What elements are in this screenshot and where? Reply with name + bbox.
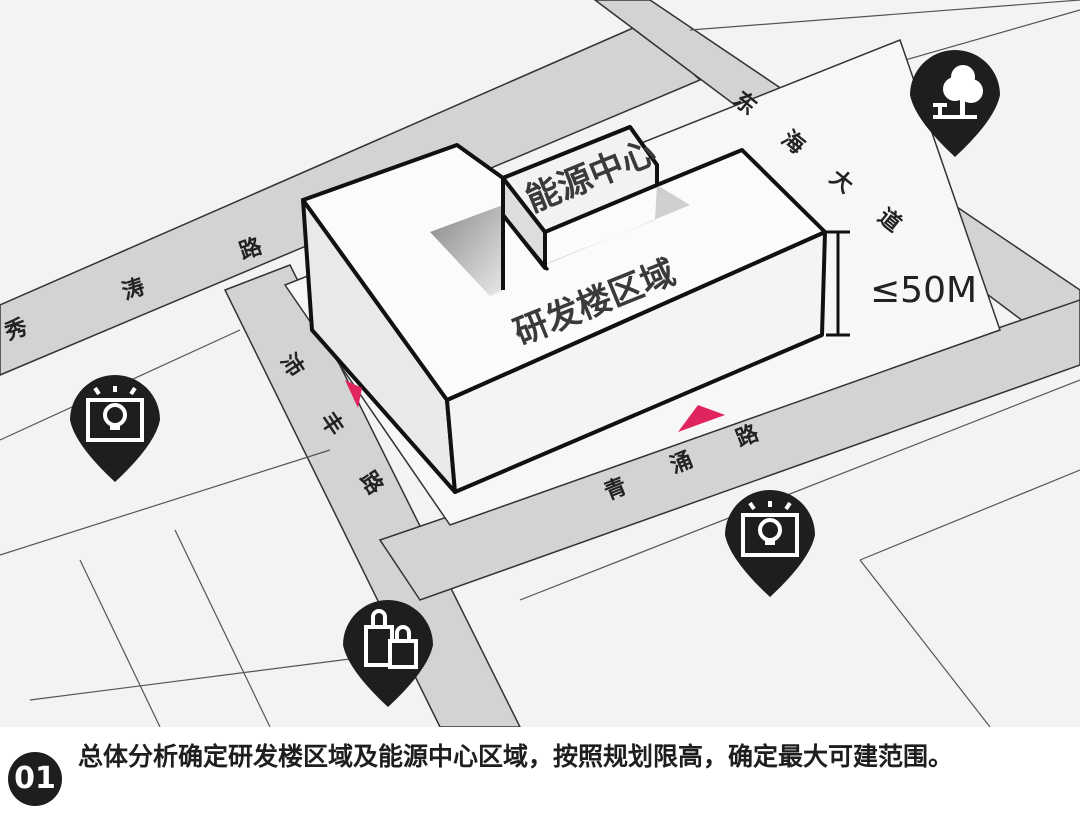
pin-office-west bbox=[70, 375, 160, 482]
lightbulb-blueprint-icon bbox=[86, 386, 144, 442]
courtyard bbox=[430, 205, 503, 296]
pin-office-south bbox=[725, 490, 815, 597]
pin-park bbox=[910, 50, 1000, 157]
pin-shopping bbox=[343, 600, 433, 707]
step-number-badge: 01 bbox=[8, 752, 62, 806]
energy-center-top bbox=[501, 125, 659, 234]
height-limit-label: ≤50M bbox=[870, 270, 977, 311]
height-marker bbox=[826, 230, 850, 337]
entrance-arrow-west bbox=[345, 380, 362, 408]
road-west bbox=[223, 264, 521, 727]
caption: 01 总体分析确定研发楼区域及能源中心区域，按照规划限高，确定最大可建范围。 bbox=[0, 727, 1080, 813]
caption-text: 总体分析确定研发楼区域及能源中心区域，按照规划限高，确定最大可建范围。 bbox=[78, 742, 954, 771]
tree-park-icon bbox=[933, 65, 983, 119]
lightbulb-blueprint-icon bbox=[741, 501, 799, 557]
site-diagram: 能源中心 研发楼区域 秀涛路 东海大道 沛丰路 青涌路 ≤50M bbox=[0, 0, 1080, 727]
shopping-bag-icon bbox=[364, 609, 418, 669]
block-lines bbox=[0, 0, 1080, 727]
entrance-arrow-south bbox=[678, 405, 725, 432]
